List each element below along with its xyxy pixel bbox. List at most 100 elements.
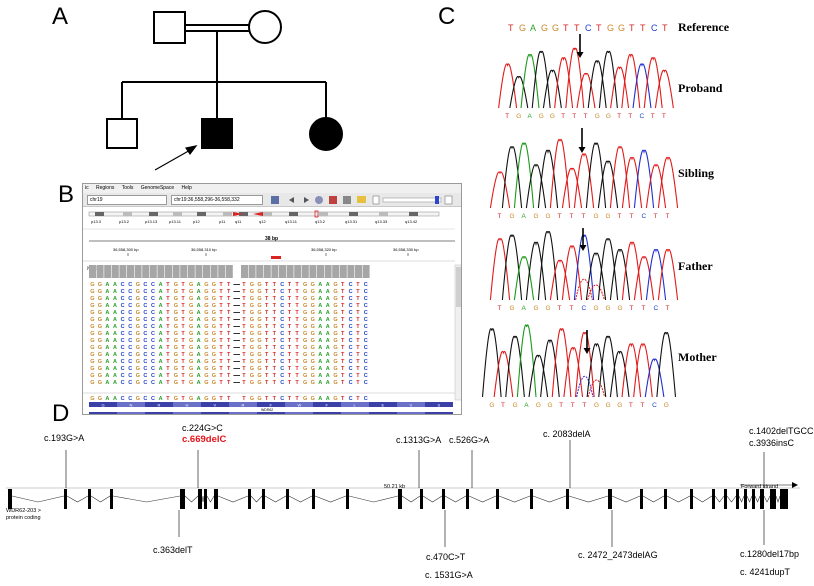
amino-acid-cell [257,412,285,414]
amino-acid-cell [201,402,229,407]
read-base: C [151,289,155,295]
menu-item-genomespace[interactable]: GenomeSpace [140,185,175,191]
chromosome-select[interactable]: chr19 [87,195,167,205]
read-base: G [189,303,193,309]
read-base: T [242,324,246,330]
reference-base: C [280,396,284,402]
ideogram-band-label: q13.2 [315,219,326,224]
read-base: T [341,317,345,323]
read-base: T [242,282,246,288]
intron [250,495,263,503]
ideogram-band [349,212,358,216]
base-call: T [630,213,634,220]
amino-acid-cell [369,412,397,414]
read-base: G [257,324,261,330]
read-base: T [219,380,223,386]
read-base: G [333,303,337,309]
read-base: T [242,296,246,302]
amino-acid-cell [341,412,369,414]
scrollbar-thumb[interactable] [456,267,461,307]
read-base: C [349,303,353,309]
read-base: T [341,289,345,295]
read-base: A [159,345,163,351]
read-base: G [212,289,216,295]
read-base: T [273,345,277,351]
read-base: T [356,310,360,316]
read-base: G [257,380,261,386]
intron [746,495,753,503]
trace-peak [501,146,523,209]
amino-acid-cell [425,402,453,407]
exon [752,489,755,509]
read-base: C [151,373,155,379]
base-call: T [629,402,633,409]
trace-peak [540,339,560,398]
variant-label: c. 2472_2473delAG [578,550,658,560]
read-base: T [227,359,231,365]
read-base: T [242,352,246,358]
read-base: G [303,282,307,288]
home-icon [271,196,279,204]
read-base: A [318,310,322,316]
exon [566,489,569,509]
read-base: T [227,303,231,309]
base-call: T [559,402,563,409]
menu-item-view[interactable]: ic [85,185,89,191]
read-base: G [136,352,140,358]
read-base: G [250,296,254,302]
trace-peak [505,335,525,398]
amino-acid-cell [145,412,173,414]
read-base: A [326,345,330,351]
menu-item-regions[interactable]: Regions [96,185,115,191]
vertical-scrollbar[interactable] [454,264,462,401]
menu-item-tools[interactable]: Tools [121,185,134,191]
read-base: T [265,296,269,302]
coverage-bar [218,265,226,278]
read-base: C [128,331,132,337]
menu-item-help[interactable]: Help [181,185,192,191]
base-call: T [628,113,632,120]
label-sibling: Sibling [678,166,715,180]
reference-base: G [90,396,94,402]
read-base: A [159,373,163,379]
read-base: T [295,303,299,309]
read-base: T [265,373,269,379]
amino-acid-label: E [382,402,385,407]
read-base: T [181,338,185,344]
ideogram-band-label: p13.13 [145,219,158,224]
read-base: T [181,324,185,330]
read-base: G [90,345,94,351]
read-base: G [311,310,315,316]
read-base: G [250,282,254,288]
variant-label: c.3936insC [749,438,795,448]
ideogram-band-label: q13.31 [345,219,358,224]
exon [690,489,693,509]
read-base: A [318,380,322,386]
read-base: T [295,310,299,316]
read-base: C [151,366,155,372]
base-call: T [558,305,562,312]
variant-label-highlight: c.669delC [182,434,227,445]
read-base: G [174,331,178,337]
reference-base: C [651,23,658,33]
locus-input[interactable]: chr19:36,558,296-36,558,332 [171,195,263,205]
amino-acid-label: F [270,402,273,407]
read-base: T [242,331,246,337]
read-base: C [151,324,155,330]
read-base: T [181,296,185,302]
read-base: G [189,282,193,288]
read-base: C [364,338,368,344]
read-base: A [105,282,109,288]
read-base: A [159,324,163,330]
read-base: T [227,331,231,337]
read-base: C [349,373,353,379]
read-base: C [143,338,147,344]
read-base: C [128,289,132,295]
read-base: T [295,296,299,302]
read-base: T [219,373,223,379]
intron [568,495,609,503]
read-base: G [204,345,208,351]
read-base: T [273,380,277,386]
read-base: C [364,366,368,372]
coverage-bar [309,265,317,278]
